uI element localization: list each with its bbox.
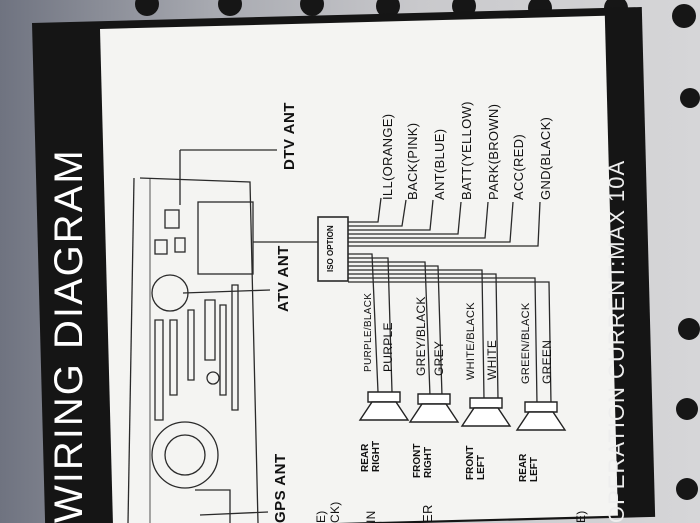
wire-label-ill: ILL(ORANGE) [380, 113, 395, 200]
atv-ant-label: ATV ANT [275, 245, 292, 312]
wire-label-park: PARK(BROWN) [486, 103, 501, 200]
cutoff-fragment: CK) [328, 501, 342, 523]
wire-label-batt: BATT(YELLOW) [459, 101, 474, 200]
speaker-wire-neg-label: PURPLE/BLACK [363, 292, 374, 372]
chassis-hole [672, 4, 696, 28]
speaker-wire-neg-label: WHITE/BLACK [465, 302, 477, 380]
chassis-hole [218, 0, 242, 16]
wire-label-gnd: GND(BLACK) [538, 116, 553, 200]
speaker-position-label: FRONT RIGHT [412, 443, 434, 478]
speaker-wire-pos-label: PURPLE [381, 322, 395, 372]
wire-label-ant: ANT(BLUE) [432, 128, 447, 200]
speaker-position-label: REAR RIGHT [360, 440, 382, 472]
cutoff-fragment: E) [314, 510, 328, 523]
chassis-hole [135, 0, 159, 16]
speaker-wire-pos-label: WHITE [485, 339, 499, 380]
chassis-hole [300, 0, 324, 16]
gps-ant-label: GPS ANT [272, 453, 289, 523]
chassis-hole [676, 478, 698, 500]
chassis-hole [678, 318, 700, 340]
cutoff-fragment: IN [364, 510, 378, 523]
speaker-wire-neg-label: GREY/BLACK [414, 296, 428, 376]
iso-option-label: ISO OPTION [326, 225, 335, 272]
dtv-ant-label: DTV ANT [281, 102, 298, 170]
speaker-wire-pos-label: GREEN [540, 339, 554, 384]
speaker-wire-neg-label: GREEN/BLACK [520, 302, 532, 384]
wire-label-acc: ACC(RED) [511, 134, 526, 200]
speaker-position-label: FRONT LEFT [465, 445, 487, 480]
cutoff-fragment: ER [420, 504, 435, 523]
speaker-position-label: REAR LEFT [518, 453, 540, 482]
chassis-hole [680, 88, 700, 108]
cutoff-fragment: E) [574, 510, 588, 523]
speaker-wire-pos-label: GREY [432, 340, 446, 376]
wire-label-back: BACK(PINK) [405, 122, 420, 200]
chassis-hole [676, 398, 698, 420]
